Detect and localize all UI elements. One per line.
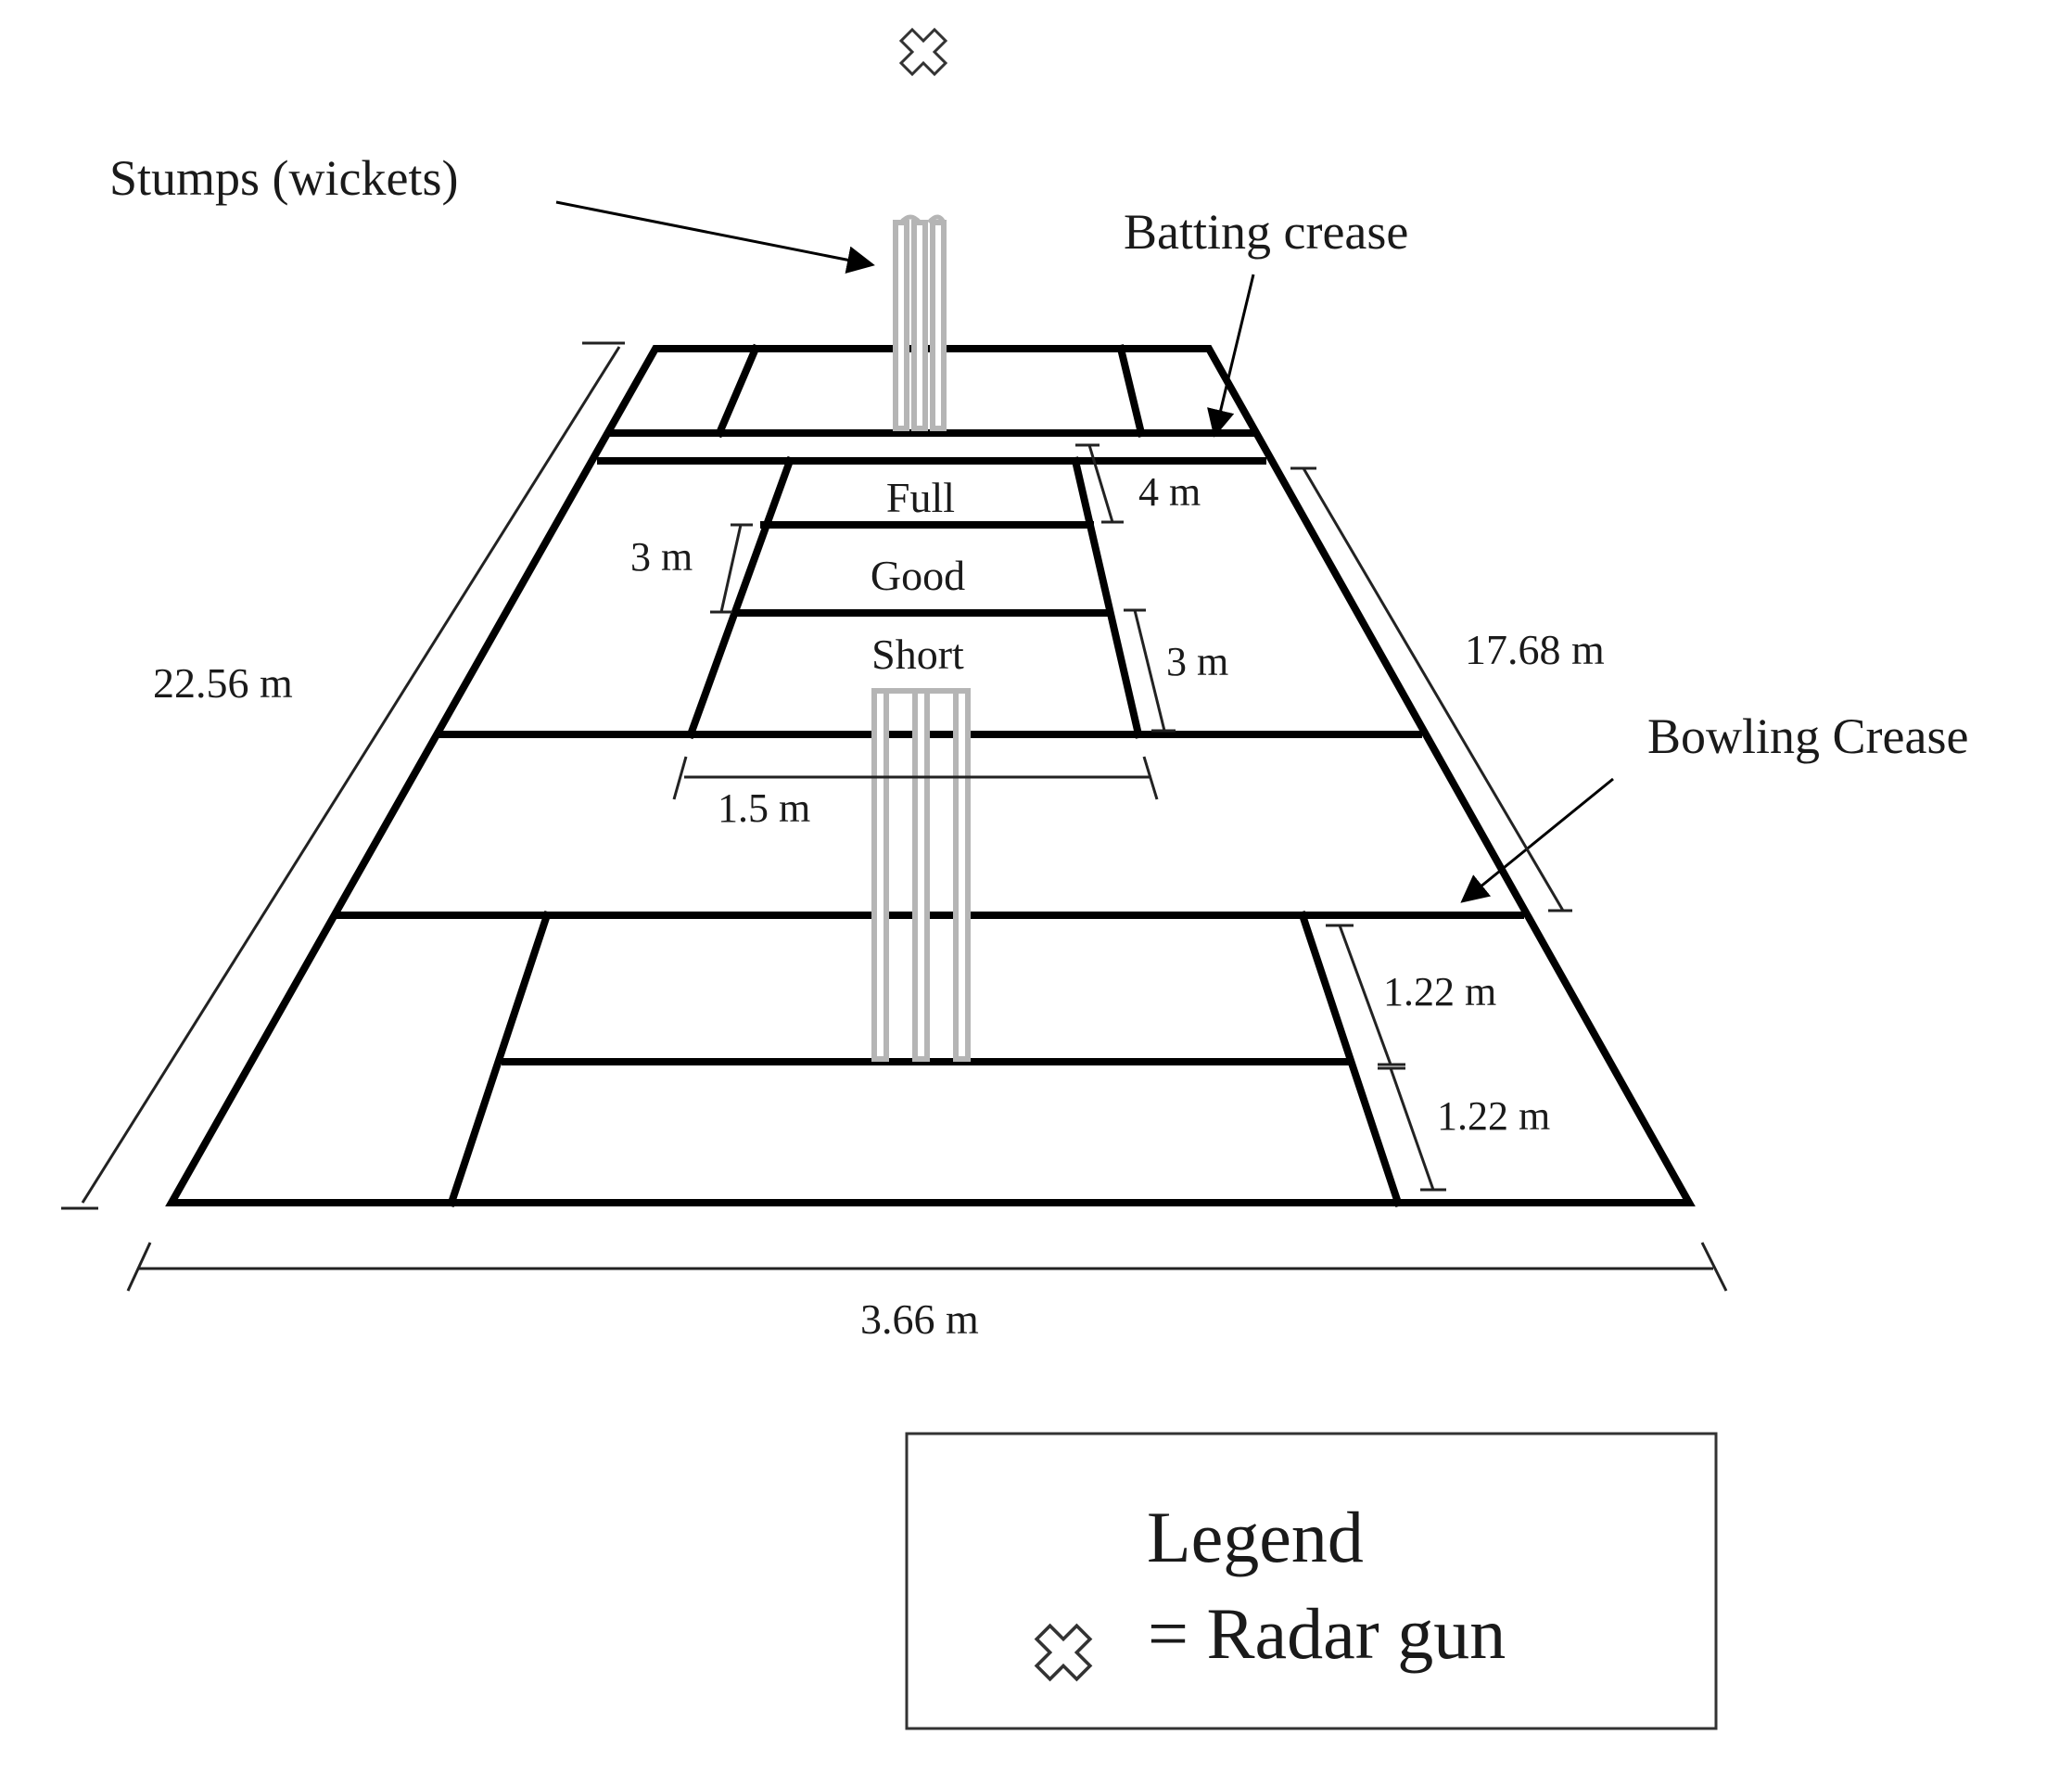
dimension-3m-right-label: 3 m xyxy=(1166,639,1228,684)
dimension-1-22m-upper xyxy=(1326,924,1405,1066)
legend: Legend = Radar gun xyxy=(905,1432,1718,1730)
zone-full-label: Full xyxy=(886,474,955,521)
stumps-top xyxy=(893,214,947,431)
stumps-bottom xyxy=(871,688,971,1062)
dimension-1-5m xyxy=(672,756,1159,800)
radar-gun-icon xyxy=(899,28,947,76)
dimension-width xyxy=(126,1242,1728,1292)
batting-crease-label: Batting crease xyxy=(1124,204,1408,260)
dimension-1-22m-lower-label: 1.22 m xyxy=(1437,1093,1550,1139)
batting-crease-arrow xyxy=(1207,274,1255,438)
bowling-crease-label: Bowling Crease xyxy=(1647,708,1968,764)
pitch-outline xyxy=(165,345,1696,1206)
dimension-3m-left-label: 3 m xyxy=(630,534,693,580)
length-zones xyxy=(685,455,1143,740)
dimension-4m xyxy=(1075,443,1124,524)
dimension-17-68-label: 17.68 m xyxy=(1465,626,1605,673)
dimension-width-label: 3.66 m xyxy=(860,1295,979,1343)
dimension-17-68 xyxy=(1290,466,1572,912)
legend-entry: = Radar gun xyxy=(1148,1593,1506,1674)
dimension-length xyxy=(61,341,625,1210)
dimension-4m-label: 4 m xyxy=(1138,469,1201,515)
legend-title: Legend xyxy=(1147,1497,1364,1577)
dimension-1-22m-upper-label: 1.22 m xyxy=(1383,969,1496,1014)
dimension-1-5m-label: 1.5 m xyxy=(718,785,810,831)
stumps-arrow xyxy=(555,200,875,274)
dimension-3m-left xyxy=(710,523,753,614)
dimension-length-label: 22.56 m xyxy=(153,659,293,707)
bowling-crease-arrow xyxy=(1460,777,1614,903)
zone-good-label: Good xyxy=(871,552,965,599)
zone-short-label: Short xyxy=(871,631,964,678)
stumps-label: Stumps (wickets) xyxy=(109,150,458,206)
dimension-1-22m-lower xyxy=(1378,1066,1446,1192)
dimension-3m-right xyxy=(1124,608,1176,733)
